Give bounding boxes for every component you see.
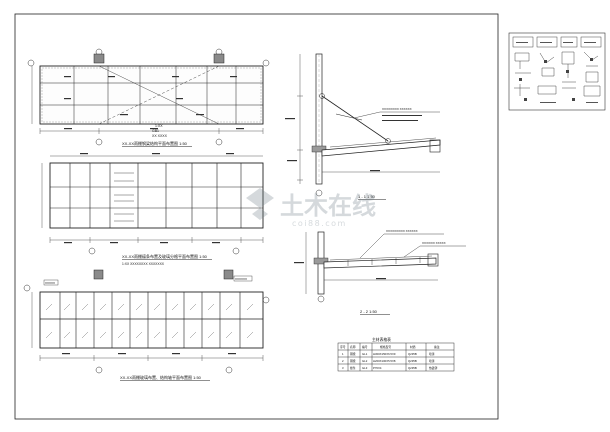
table-cell: 热镀锌 [429,366,438,370]
table-cell: 3 [342,366,344,370]
plan-1-note: GB1 [152,129,159,133]
table-cell: 檩条 [350,366,356,370]
table-cell: Q235B [408,366,417,370]
table-cell: 喷漆 [429,359,435,363]
column [93,269,104,280]
section-1-label: 1 - 1 1:50 [358,194,376,199]
table-header-cell: 编号 [362,345,368,349]
table-cell: P76X4 [373,366,382,370]
column-base [313,257,329,265]
sheet-index-thumbnail[interactable] [508,32,606,111]
table-header-cell: 规格型号 [380,345,391,349]
section-1-leader: XX/XXXXXX XXXXXX [382,107,412,111]
plan-3-title: XX-XX雨棚玻璃布置、结构轴平面布置图 1:50 [120,374,202,380]
material-table: 主材表格表 序号 名称 编号 规格型号 材质 备注 1 钢梁 GL1 H300X… [337,337,455,372]
section-1-1: XX/XXXXXX XXXXXX 1 - 1 1:50 [285,53,441,200]
plan-2-note: 1:XX XXXXXXXX XXXXXXX [122,262,165,266]
table-cell: Q235B [408,352,417,356]
table-cell: Q235B [408,359,417,363]
table-cell: 喷漆 [429,352,435,356]
plan-3-callout: XXXXXX [235,277,247,281]
table-header-cell: 材质 [410,345,416,349]
table-header-cell: 备注 [434,345,440,349]
table-cell: 钢梁 [350,359,356,363]
plan-1-beam-layout: 1:XX GB1 XX XXXX XX-XX雨棚钢梁结构平面布置图 1:50 [27,48,270,147]
plan-3-callout: XXXXX [45,281,55,285]
plan-2-purlin-layout: XX-XX雨棚檩条布置及玻璃分格平面布置图 1:50 1:XX XXXXXXXX… [41,153,264,266]
section-2-label: 2 - 2 1:50 [360,309,378,314]
table-cell: GL2 [362,359,368,363]
table-cell: H200X100X5.5X8 [373,359,396,363]
table-cell: 钢梁 [350,352,356,356]
watermark-subtext: coi88.com [292,219,347,228]
table-cell: 1 [342,352,344,356]
watermark-text: 土木在线 [280,192,376,220]
table-header-cell: 名称 [350,345,356,349]
watermark: 土木在线 coi88.com [246,188,376,228]
sheet-frame [14,13,499,420]
plan-3-glass-layout: XXXXX XXXXXX XX-XX [23,269,270,381]
axis-bubble [27,48,270,67]
table-header-cell: 序号 [340,345,346,349]
table-cell: H300X150X6.5X9 [373,352,396,356]
section-2-leader: XX/XXXX XXXXX [422,241,446,245]
plan-1-title: XX-XX雨棚钢梁结构平面布置图 1:50 [122,140,188,146]
table-title: 主材表格表 [372,337,391,342]
column [93,53,105,64]
column-base [311,145,327,153]
table-cell: GL1 [362,352,368,356]
column [213,53,225,64]
plan-1-note: XX XXXX [152,134,168,138]
watermark-logo-icon [246,188,274,220]
section-2-leader: XX/XXXXXXX XXXXXX [386,229,418,233]
section-2-2: XX/XXXXXXX XXXXXX XX/XXXX XXXXX 2 - 2 1:… [294,229,466,315]
table-cell: 2 [342,359,344,363]
plan-2-title: XX-XX雨棚檩条布置及玻璃分格平面布置图 1:50 [122,253,208,259]
table-cell: GL3 [362,366,368,370]
plan-1-note: 1:XX [155,124,163,128]
column [223,269,234,280]
